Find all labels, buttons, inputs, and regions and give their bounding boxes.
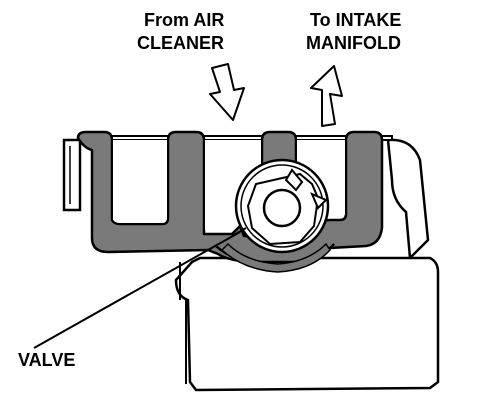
from-air-cleaner-label-line2: CLEANER xyxy=(137,33,224,53)
valve-bore-shadow xyxy=(220,242,331,273)
to-intake-manifold-label-line2: MANIFOLD xyxy=(306,33,401,53)
left-flange xyxy=(62,138,82,212)
valve-rotor-ring xyxy=(240,164,324,248)
to-intake-manifold-label-line1: To INTAKE xyxy=(310,10,401,30)
outflow-arrow-icon xyxy=(310,65,343,127)
from-air-cleaner-label-line1: From AIR xyxy=(144,10,224,30)
rear-housing xyxy=(386,138,430,261)
lower-body-rim xyxy=(179,262,187,384)
valve-leader-line-inner xyxy=(231,227,247,237)
valve-leader-line xyxy=(33,231,241,349)
inflow-arrow-icon xyxy=(209,63,245,121)
valve-shaft-notch xyxy=(284,168,328,210)
channel-interior-left xyxy=(112,140,168,224)
valve-label: VALVE xyxy=(18,350,75,370)
lower-body xyxy=(174,256,440,392)
valve-shaft-hole xyxy=(262,188,302,228)
